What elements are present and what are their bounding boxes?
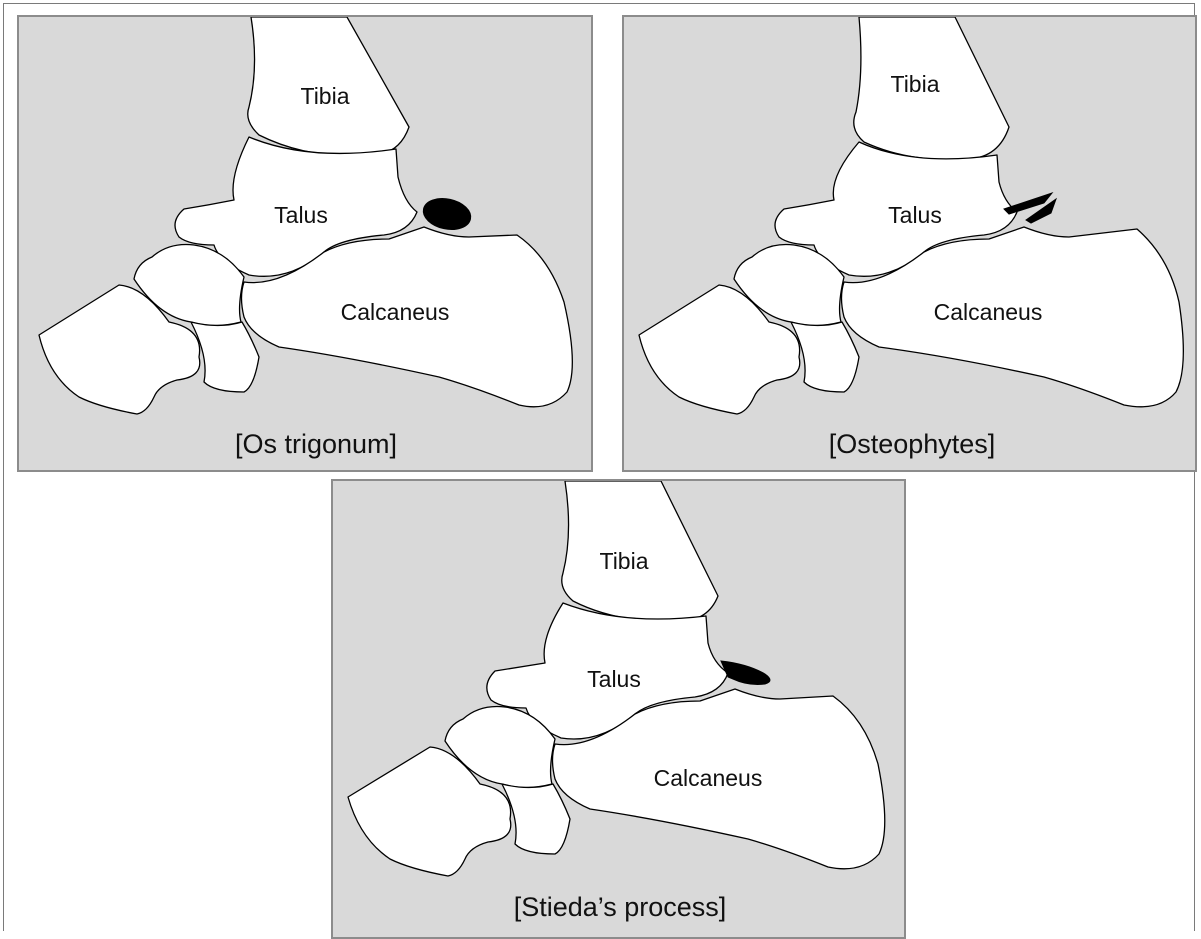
tibia-label: Tibia — [600, 548, 649, 575]
panel-caption: [Os trigonum] — [235, 429, 397, 460]
cuneiform-bone — [191, 322, 259, 392]
cuneiform-bone — [502, 784, 570, 854]
panel-os-trigonum: Tibia Talus Calcaneus [Os trigonum] — [17, 15, 593, 472]
talus-label: Talus — [888, 202, 942, 229]
tibia-label: Tibia — [891, 71, 940, 98]
calcaneus-label: Calcaneus — [934, 299, 1043, 326]
talus-label: Talus — [587, 666, 641, 693]
talus-label: Talus — [274, 202, 328, 229]
calcaneus-label: Calcaneus — [341, 299, 450, 326]
calcaneus-label: Calcaneus — [654, 765, 763, 792]
stieda-process-icon — [721, 661, 770, 684]
os-trigonum-ossicle-icon — [420, 194, 473, 233]
panel-caption: [Stieda’s process] — [514, 892, 727, 923]
cuneiform-bone — [791, 322, 859, 392]
panel-stieda-process: Tibia Talus Calcaneus [Stieda’s process] — [331, 479, 906, 939]
panel-osteophytes: Tibia Talus Calcaneus [Osteophytes] — [622, 15, 1197, 472]
tibia-label: Tibia — [301, 83, 350, 110]
panel-caption: [Osteophytes] — [829, 429, 996, 460]
